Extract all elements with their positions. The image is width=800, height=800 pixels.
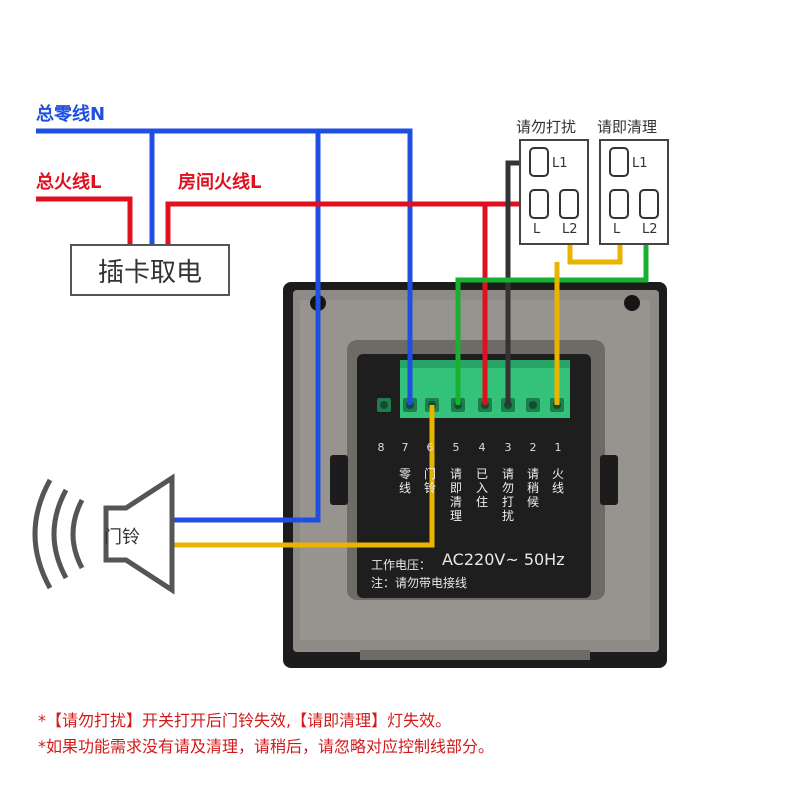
terminal-num-2: 2 [529, 441, 537, 454]
terminal-text-5: 请即清理 [449, 467, 462, 523]
speaker-icon [32, 473, 175, 595]
terminal-num-4: 4 [478, 441, 486, 454]
live-wire [36, 196, 540, 405]
terminal-num-1: 1 [554, 441, 562, 454]
switch-clean-room [599, 139, 669, 245]
wiring-warning: 注：请勿带电接线 [371, 576, 468, 590]
switch-dnd-l1: L1 [552, 156, 568, 171]
switch-dnd-l2: L2 [562, 222, 578, 237]
terminal-num-7: 7 [401, 441, 409, 454]
switch-title-dnd: 请勿打扰 [516, 118, 577, 136]
terminal-text-3: 请勿打扰 [501, 467, 514, 523]
switch-clean-l1: L1 [632, 156, 648, 171]
terminal-num-8: 8 [377, 441, 385, 454]
switch-clean-l2: L2 [642, 222, 658, 237]
terminal-screw-head [380, 401, 388, 409]
terminal-num-3: 3 [504, 441, 512, 454]
bell-label: 门铃 [104, 527, 140, 548]
note-1: *【请勿打扰】开关打开后门铃失效,【请即清理】灯失效。 [38, 711, 452, 730]
neutral-wire [36, 128, 413, 523]
terminal-screw-head [529, 401, 537, 409]
terminal-text-1: 火线 [551, 467, 564, 495]
switch-do-not-disturb [519, 139, 589, 245]
terminal-text-4: 已入住 [475, 467, 488, 509]
switch-dnd-l: L [533, 222, 541, 237]
terminal-text-7: 零线 [398, 467, 411, 495]
terminal-text-2: 请稍候 [526, 467, 539, 509]
switch-title-clean: 请即清理 [597, 118, 658, 136]
terminal-text-6: 门铃 [423, 467, 436, 495]
switch-clean-l: L [613, 222, 621, 237]
room-live-label: 房间火线L [178, 172, 262, 193]
live-label: 总火线L [36, 172, 102, 193]
card-power-box: 插卡取电 [70, 244, 230, 296]
voltage-label: 工作电压： [371, 558, 432, 572]
neutral-label: 总零线N [36, 104, 106, 125]
terminal-num-5: 5 [452, 441, 460, 454]
note-2: *如果功能需求没有请及清理，请稍后，请忽略对应控制线部分。 [38, 737, 495, 756]
terminal-num-6: 6 [426, 441, 434, 454]
voltage-value: AC220V~ 50Hz [442, 550, 565, 569]
